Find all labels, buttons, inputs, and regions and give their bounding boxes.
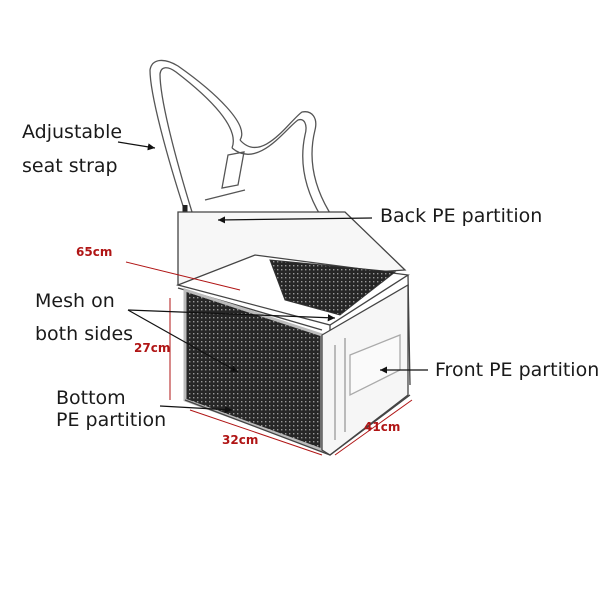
strap-label-line2: seat strap	[22, 155, 118, 177]
height-dimension: 65cm	[76, 245, 113, 259]
length-dimension: 41cm	[364, 420, 401, 434]
front-partition-label: Front PE partition	[435, 359, 600, 381]
bottom-label-line2: PE partition	[56, 409, 167, 431]
leader-arrows	[117, 141, 428, 414]
dimension-lines	[125, 261, 413, 456]
depth-dimension: 27cm	[134, 341, 171, 355]
mesh-panel-back	[269, 259, 397, 316]
bottom-partition	[184, 394, 411, 456]
mesh-label-line2: both sides	[35, 323, 134, 345]
strap-label-line1: Adjustable	[22, 121, 123, 143]
bottom-label-line1: Bottom	[56, 387, 126, 409]
width-dimension: 32cm	[222, 433, 259, 447]
back-partition-label: Back PE partition	[380, 205, 543, 227]
mesh-label-line1: Mesh on	[35, 290, 115, 312]
front-partition	[321, 283, 409, 456]
